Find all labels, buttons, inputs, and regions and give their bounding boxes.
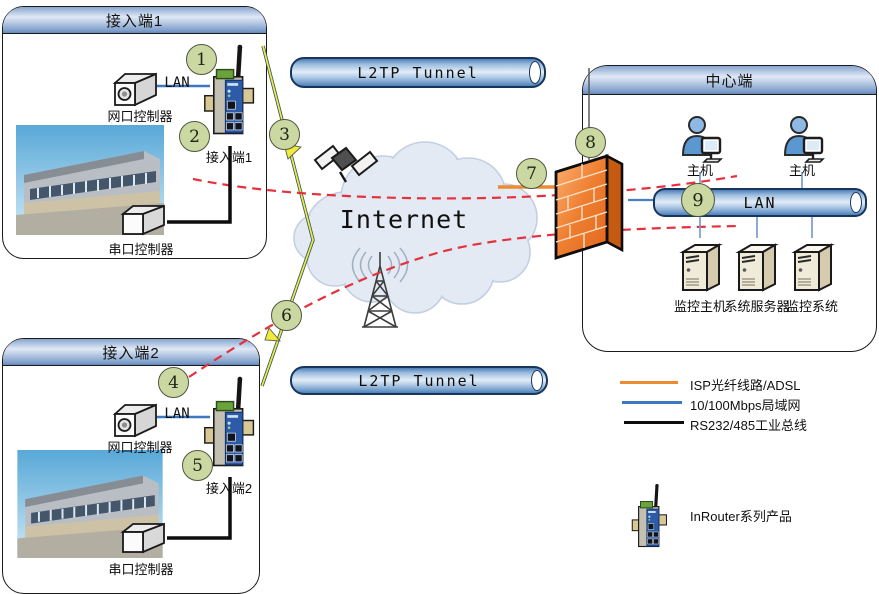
camera-icon — [112, 399, 158, 439]
center-header: 中心端 — [583, 66, 876, 95]
l2tp-tunnel-top: L2TP Tunnel — [290, 57, 546, 88]
legend-lan-line — [622, 401, 682, 405]
site1-camera-label: 网口控制器 — [107, 109, 173, 124]
site2-router-label: 接入端2 — [205, 481, 253, 496]
site1-router-label: 接入端1 — [205, 150, 253, 165]
site2-serial-label: 串口控制器 — [108, 562, 174, 577]
internet-label: Internet — [339, 205, 469, 234]
legend-serial-line — [624, 421, 684, 425]
legend-isp-line — [620, 381, 678, 385]
satellite-icon — [313, 144, 379, 183]
lan-end-cap — [850, 192, 862, 213]
site2-header: 接入端2 — [3, 339, 259, 366]
link-arrowhead — [264, 327, 282, 342]
step-badge-5: 5 — [182, 450, 213, 481]
step-badge-2: 2 — [179, 121, 210, 152]
site2-title: 接入端2 — [102, 344, 160, 362]
camera-icon — [112, 68, 158, 108]
l2tp-tunnel-top-label: L2TP Tunnel — [357, 63, 479, 82]
site1-serial-label: 串口控制器 — [108, 242, 174, 257]
host2-label: 主机 — [788, 163, 816, 178]
inrouter-product-icon — [631, 482, 669, 554]
server2-label: 系统服务器 — [724, 299, 790, 314]
step-badge-3: 3 — [269, 119, 300, 150]
firewall-icon — [552, 152, 630, 264]
host-icon — [780, 115, 826, 165]
step-badge-8: 8 — [575, 127, 606, 158]
host-icon — [678, 115, 724, 165]
legend-lan-label: 10/100Mbps局域网 — [690, 398, 801, 413]
l2tp-tunnel-bottom-label: L2TP Tunnel — [358, 371, 480, 390]
legend-serial-label: RS232/485工业总线 — [690, 418, 808, 433]
site1-title: 接入端1 — [105, 12, 164, 30]
server-icon — [678, 236, 724, 292]
site1-header: 接入端1 — [3, 7, 266, 34]
tunnel-end-cap — [529, 61, 541, 84]
host1-label: 主机 — [686, 163, 714, 178]
center-lan-label: LAN — [743, 193, 777, 212]
tunnel-end-cap — [531, 370, 543, 391]
site2-lan-label: LAN — [164, 406, 190, 422]
server1-label: 监控主机 — [673, 299, 727, 314]
server-icon — [790, 236, 836, 292]
site2-camera-label: 网口控制器 — [107, 440, 173, 455]
step-badge-7: 7 — [516, 158, 547, 189]
step-badge-6: 6 — [271, 300, 302, 331]
server3-label: 监控系统 — [785, 299, 839, 314]
l2tp-tunnel-bottom: L2TP Tunnel — [290, 366, 548, 395]
serial-device-icon — [120, 520, 166, 554]
radio-tower-icon — [351, 247, 409, 328]
step-badge-9: 9 — [681, 183, 715, 217]
wireless-link-line — [260, 45, 315, 387]
legend-product-label: InRouter系列产品 — [690, 509, 792, 524]
serial-device-icon — [120, 202, 166, 236]
step-badge-1: 1 — [186, 44, 217, 75]
center-title: 中心端 — [705, 72, 754, 90]
step-badge-4: 4 — [158, 367, 189, 398]
legend-isp-label: ISP光纤线路/ADSL — [690, 378, 801, 393]
site1-lan-label: LAN — [164, 75, 190, 91]
server-icon — [734, 236, 780, 292]
